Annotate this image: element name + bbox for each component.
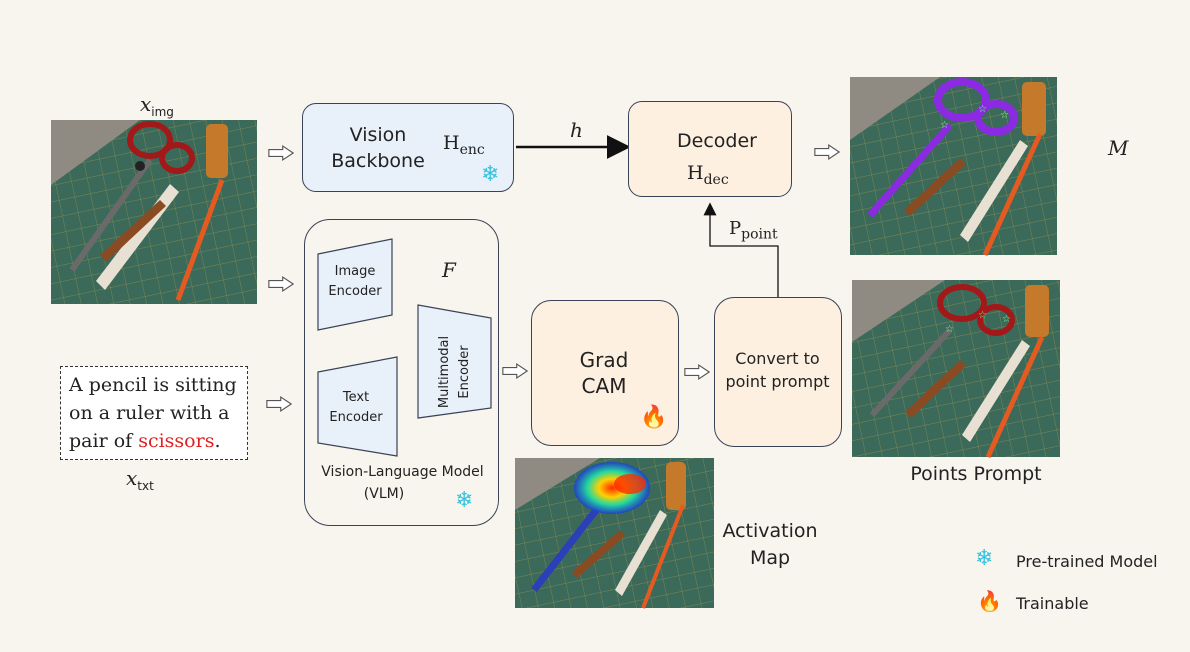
input-image <box>51 120 257 304</box>
vision-backbone-title: Vision Backbone <box>331 124 425 172</box>
input-text: A pencil is sitting on a ruler with a pa… <box>69 374 237 452</box>
mask-symbol: M <box>1108 136 1129 160</box>
svg-text:☆: ☆ <box>978 104 987 115</box>
points-prompt-label: Points Prompt <box>910 463 1042 485</box>
arrow-vlm-to-gradcam <box>502 363 528 379</box>
decoder-box: Decoder Hdec <box>628 101 792 197</box>
legend-flame-icon: 🔥 <box>977 589 1002 613</box>
svg-text:☆: ☆ <box>978 310 987 321</box>
legend-label-pretrained: Pre-trained Model <box>1016 552 1158 571</box>
x-img-label: ximg <box>140 92 174 119</box>
arrow-text-to-vlm <box>266 396 292 412</box>
multimodal-encoder-label: Multimodal Encoder <box>437 335 472 409</box>
arrow-decoder-to-output <box>814 144 840 160</box>
multimodal-encoder-shape <box>417 304 492 419</box>
points-prompt-image: ☆ ☆ ☆ <box>852 280 1060 459</box>
p-point-label: Ppoint <box>729 218 778 243</box>
vlm-box: Vision-Language Model (VLM) ❄ <box>304 219 499 526</box>
vision-backbone-box: Vision Backbone Henc ❄ <box>302 103 514 192</box>
h-enc-label: Henc <box>443 132 485 158</box>
snowflake-icon: ❄ <box>455 488 474 513</box>
activation-map-image <box>515 458 714 609</box>
flame-icon: 🔥 <box>640 405 668 430</box>
f-symbol: F <box>442 258 456 282</box>
legend-snowflake-icon: ❄ <box>975 546 994 571</box>
convert-box: Convert to point prompt <box>714 297 842 447</box>
input-text-box: A pencil is sitting on a ruler with a pa… <box>60 366 248 460</box>
x-txt-label: xtxt <box>126 466 154 493</box>
text-encoder-shape <box>317 356 398 457</box>
convert-label: Convert to point prompt <box>725 349 830 391</box>
arrow-img-to-vlm <box>268 276 294 292</box>
svg-text:☆: ☆ <box>940 120 949 131</box>
svg-text:☆: ☆ <box>1000 110 1009 121</box>
vlm-title: Vision-Language Model <box>321 464 484 480</box>
grad-cam-box: Grad CAM 🔥 <box>531 300 679 446</box>
activation-map-label: Activation Map <box>722 520 818 569</box>
arrow-point-prompt <box>703 202 779 297</box>
highlighted-word: scissors <box>138 430 215 452</box>
svg-text:☆: ☆ <box>945 324 954 335</box>
snowflake-icon: ❄ <box>481 162 500 187</box>
arrow-gradcam-to-convert <box>684 364 710 380</box>
vlm-subtitle: (VLM) <box>363 486 405 502</box>
image-encoder-label: Image Encoder <box>328 264 382 299</box>
image-encoder-shape <box>317 238 393 331</box>
decoder-title: Decoder <box>677 130 757 152</box>
output-mask-image: ☆ ☆ ☆ <box>850 77 1057 257</box>
arrow-img-to-backbone <box>268 145 294 161</box>
legend-label-trainable: Trainable <box>1016 594 1089 613</box>
svg-text:☆: ☆ <box>1002 314 1011 325</box>
h-label: h <box>570 118 583 142</box>
grad-cam-label: Grad CAM <box>579 348 629 398</box>
h-dec-label: Hdec <box>687 162 729 188</box>
text-encoder-label: Text Encoder <box>329 390 383 425</box>
